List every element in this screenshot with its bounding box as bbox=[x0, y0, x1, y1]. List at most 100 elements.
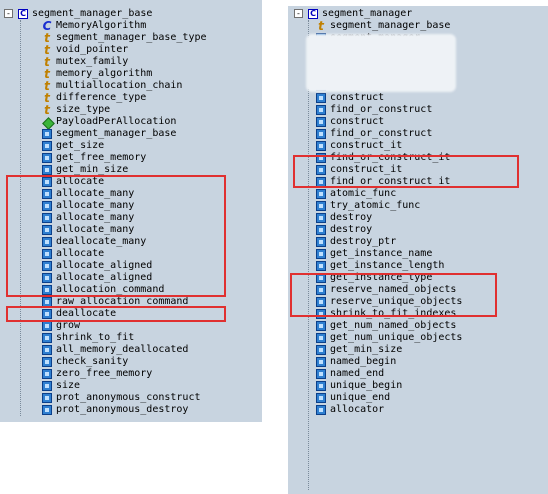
tree-item-label: difference_type bbox=[56, 92, 147, 103]
tree-root-label: segment_manager bbox=[322, 8, 413, 19]
typedef-icon: t bbox=[44, 43, 50, 57]
method-icon bbox=[316, 333, 326, 343]
typedef-icon: t bbox=[44, 79, 50, 93]
class-icon: C bbox=[308, 9, 318, 19]
tree-item-label: get_free_memory bbox=[56, 152, 147, 163]
tree-item-label: grow bbox=[56, 320, 81, 331]
tree-item-label: get_size bbox=[56, 140, 105, 151]
tree-item-label: allocator bbox=[330, 404, 385, 415]
tree-item-label: destroy_ptr bbox=[330, 236, 397, 247]
highlight-box-allocate-group bbox=[6, 175, 226, 297]
method-icon bbox=[316, 261, 326, 271]
tree-item-label: prot_anonymous_destroy bbox=[56, 404, 189, 415]
typedef-icon: t bbox=[44, 67, 50, 81]
method-icon bbox=[42, 177, 52, 187]
tree-item-label: allocate_aligned bbox=[56, 260, 153, 271]
method-icon bbox=[316, 117, 326, 127]
tree-item-label: allocate bbox=[56, 248, 105, 259]
typedef-icon: t bbox=[44, 91, 50, 105]
tree-item-label: allocation_command bbox=[56, 284, 165, 295]
method-icon bbox=[316, 369, 326, 379]
method-icon bbox=[316, 357, 326, 367]
method-icon bbox=[316, 213, 326, 223]
tree-item-label: allocate bbox=[56, 176, 105, 187]
method-icon bbox=[316, 225, 326, 235]
typedef-icon: t bbox=[44, 55, 50, 69]
tree-item-label: allocate_many bbox=[56, 224, 135, 235]
method-icon bbox=[42, 381, 52, 391]
method-icon bbox=[42, 333, 52, 343]
method-icon bbox=[42, 249, 52, 259]
method-icon bbox=[316, 165, 326, 175]
tree-item-label: allocate_many bbox=[56, 200, 135, 211]
method-icon bbox=[42, 153, 52, 163]
method-icon bbox=[316, 297, 326, 307]
method-icon bbox=[42, 261, 52, 271]
tree-item-label: allocate_many bbox=[56, 212, 135, 223]
method-icon bbox=[316, 285, 326, 295]
method-icon bbox=[42, 273, 52, 283]
method-icon bbox=[316, 345, 326, 355]
typedef-icon: t bbox=[44, 103, 50, 117]
method-icon bbox=[316, 189, 326, 199]
tree-item-label: size bbox=[56, 380, 81, 391]
tree-item-label: segment_manager_base bbox=[330, 20, 451, 31]
tree-item-label: size_type bbox=[56, 104, 111, 115]
tree-root-label: segment_manager_base bbox=[32, 8, 153, 19]
method-icon bbox=[42, 309, 52, 319]
method-icon bbox=[316, 141, 326, 151]
collapse-expander-icon[interactable]: - bbox=[4, 9, 13, 18]
tree-item-label: zero_free_memory bbox=[56, 368, 153, 379]
method-icon bbox=[42, 285, 52, 295]
method-icon bbox=[42, 321, 52, 331]
method-icon bbox=[42, 405, 52, 415]
tree-item-label: find_or_construct bbox=[330, 104, 433, 115]
method-icon bbox=[316, 321, 326, 331]
method-icon bbox=[316, 153, 326, 163]
tree-item-label: find_or_construct bbox=[330, 128, 433, 139]
method-icon bbox=[42, 213, 52, 223]
method-icon bbox=[316, 249, 326, 259]
tree-item-label: named_end bbox=[330, 368, 385, 379]
tree-item-label: get_min_size bbox=[330, 344, 403, 355]
tree-item-label: raw_allocation_command bbox=[56, 296, 189, 307]
tree-item-label: construct bbox=[330, 116, 385, 127]
tree-item-label: unique_begin bbox=[330, 380, 403, 391]
tree-item-label: segment_manager_base bbox=[56, 128, 177, 139]
tree-item-label: PayloadPerAllocation bbox=[56, 116, 177, 127]
tree-item-label: find_or_construct_it bbox=[330, 152, 451, 163]
tree-item-label: segment_manager_base_type bbox=[56, 32, 207, 43]
tree-item-label: allocate_many bbox=[56, 188, 135, 199]
tree-item-label: shrink_to_fit_indexes bbox=[330, 308, 457, 319]
method-icon bbox=[316, 237, 326, 247]
tree-item-label: get_num_named_objects bbox=[330, 320, 457, 331]
tree-item-label: shrink_to_fit bbox=[56, 332, 135, 343]
tree-item-label: construct_it bbox=[330, 140, 403, 151]
highlight-box-deallocate bbox=[6, 306, 226, 322]
method-icon bbox=[316, 105, 326, 115]
method-icon bbox=[42, 141, 52, 151]
tree-item-label: mutex_family bbox=[56, 56, 129, 67]
tree-item-label: try_atomic_func bbox=[330, 200, 421, 211]
tree-item-label: prot_anonymous_construct bbox=[56, 392, 201, 403]
method-icon bbox=[42, 189, 52, 199]
tree-item-label: atomic_func bbox=[330, 188, 397, 199]
tree-item-label: get_instance_name bbox=[330, 248, 433, 259]
highlight-box-destroy bbox=[290, 273, 497, 317]
tree-item-label: multiallocation_chain bbox=[56, 80, 183, 91]
method-icon bbox=[42, 201, 52, 211]
method-icon bbox=[42, 369, 52, 379]
tree-item-label: construct bbox=[330, 92, 385, 103]
tree-item-label: get_num_unique_objects bbox=[330, 332, 463, 343]
tree-item-label: construct_it bbox=[330, 164, 403, 175]
method-icon bbox=[42, 345, 52, 355]
tree-item-label: memory_algorithm bbox=[56, 68, 153, 79]
attribute-icon bbox=[42, 117, 55, 130]
method-icon bbox=[42, 129, 52, 139]
method-icon bbox=[316, 381, 326, 391]
collapse-expander-icon[interactable]: - bbox=[294, 9, 303, 18]
method-icon bbox=[42, 237, 52, 247]
tree-item-label: get_min_size bbox=[56, 164, 129, 175]
